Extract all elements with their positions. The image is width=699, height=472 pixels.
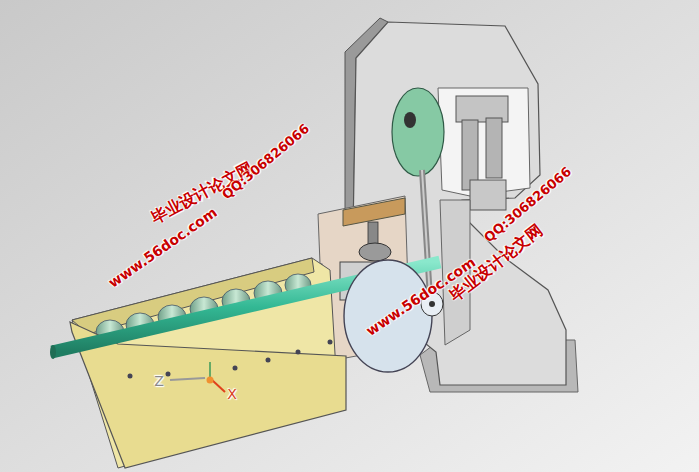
bolt <box>328 340 333 345</box>
bolt <box>296 350 301 355</box>
bolt <box>128 374 133 379</box>
ram-guide <box>486 118 502 178</box>
screw-nut <box>359 243 391 261</box>
axis-label: Z <box>154 374 164 389</box>
pulley-wheel <box>392 88 444 176</box>
connecting-rod <box>422 170 430 298</box>
bolt <box>166 372 171 377</box>
connecting-rod-highlight <box>422 170 430 298</box>
die-block <box>470 180 506 210</box>
bolt <box>233 366 238 371</box>
watermark-qq: QQ:306826066 <box>220 122 312 203</box>
bolt-row <box>128 340 333 379</box>
bolt <box>266 358 271 363</box>
axis-z <box>170 378 205 380</box>
axis-label: X <box>227 387 237 402</box>
crank-pin <box>429 301 435 307</box>
axis-x <box>212 380 225 392</box>
tube-end <box>50 345 56 359</box>
axis-y <box>209 362 211 378</box>
axis-origin <box>207 377 214 384</box>
pulley-hub <box>404 112 416 128</box>
